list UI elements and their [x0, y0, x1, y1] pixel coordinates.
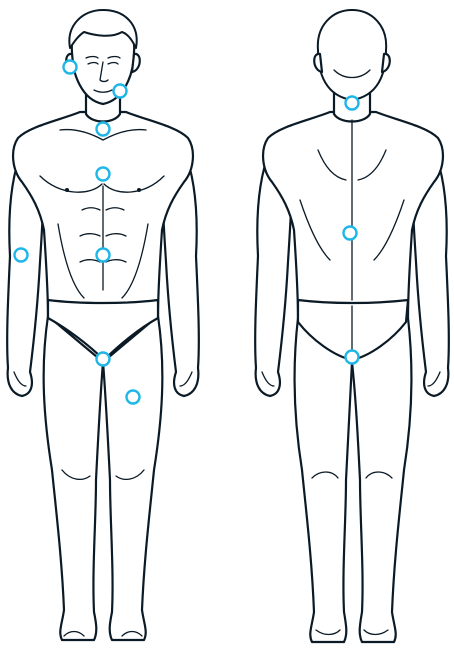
front-figure: [6, 9, 200, 642]
hotspot-front-thigh[interactable]: [125, 389, 141, 405]
front-hair: [68, 9, 138, 49]
hotspot-back-tailbone[interactable]: [344, 349, 360, 365]
front-ear-right: [130, 52, 141, 74]
hotspot-front-elbow[interactable]: [13, 247, 29, 263]
hotspot-front-groin[interactable]: [95, 351, 111, 367]
front-left-arm: [6, 148, 46, 398]
back-left-arm: [254, 148, 294, 398]
back-left-leg: [293, 316, 354, 644]
hotspot-back-mid-back[interactable]: [342, 225, 358, 241]
back-ear-left: [313, 52, 324, 74]
hotspot-front-throat[interactable]: [95, 121, 111, 137]
hotspot-layer: [13, 59, 360, 405]
hotspot-front-abdomen[interactable]: [95, 247, 111, 263]
back-briefs: [296, 298, 410, 362]
front-right-arm: [160, 148, 200, 398]
back-right-leg: [350, 316, 413, 644]
hotspot-front-temple[interactable]: [62, 59, 78, 75]
back-torso: [262, 110, 444, 320]
back-ear-right: [380, 52, 391, 74]
back-figure: [254, 9, 450, 644]
back-right-arm: [410, 148, 450, 398]
front-briefs: [46, 298, 160, 362]
hotspot-back-neck[interactable]: [344, 95, 360, 111]
back-head: [316, 9, 388, 101]
hotspot-front-chest[interactable]: [95, 166, 111, 182]
hotspot-front-jaw[interactable]: [112, 83, 128, 99]
